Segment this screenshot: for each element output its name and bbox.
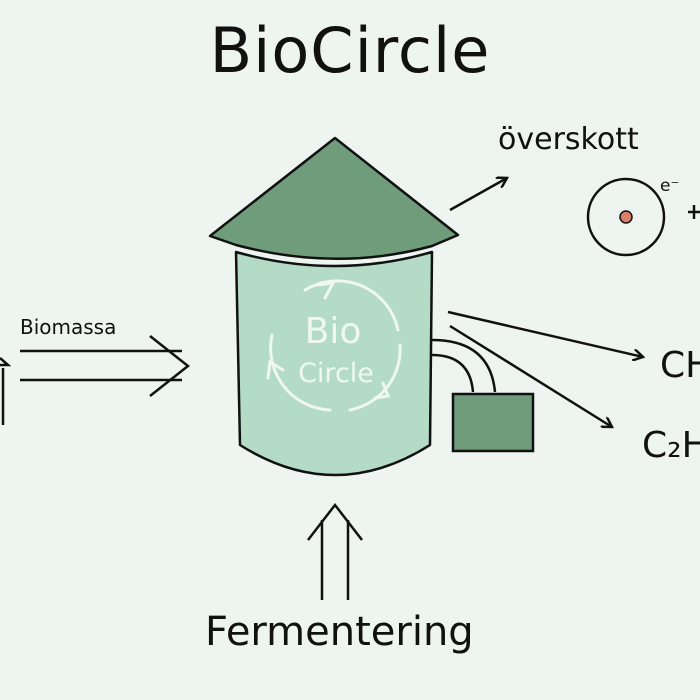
tank-logo-line2: Circle xyxy=(298,358,374,389)
pipe xyxy=(431,338,497,393)
surplus-label: överskott xyxy=(498,122,639,157)
output1-arrow xyxy=(447,310,643,357)
output1-label: CH xyxy=(660,345,700,386)
biomassa-input-arrow xyxy=(20,335,191,397)
tank-roof xyxy=(208,136,460,260)
recycle-circle-icon xyxy=(266,279,402,412)
surplus-arrow xyxy=(449,178,507,212)
biomassa-label: Biomassa xyxy=(20,315,117,339)
left-edge-arrow xyxy=(0,357,12,425)
side-box xyxy=(451,392,535,453)
fermentering-label: Fermentering xyxy=(205,609,474,655)
output2-arrow xyxy=(449,324,612,427)
tank-logo-line1: Bio xyxy=(305,311,362,352)
electron-label: e⁻ xyxy=(660,176,680,196)
page-title: BioCircle xyxy=(209,14,491,87)
fermentering-arrow xyxy=(307,502,363,600)
output2-label: C₂H xyxy=(642,425,700,466)
electron-icon xyxy=(586,177,700,257)
tank-body xyxy=(234,250,434,477)
